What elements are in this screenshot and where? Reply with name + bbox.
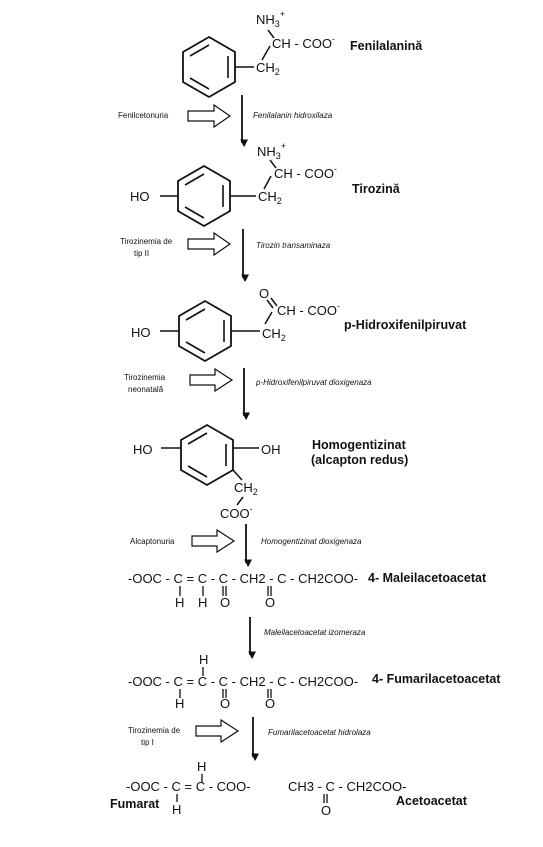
formula-chain: CH3 - C - CH2COO-	[288, 779, 406, 794]
methylene-group: CH2	[258, 189, 282, 206]
phenylalanine-structure: NH3+ CH - COO- CH2	[182, 9, 335, 99]
fumarate-structure: H -OOC - C = C - COO- H	[126, 759, 251, 817]
compound-name-hydroxyphenylpyruvate: p-Hidroxifenilpiruvat	[344, 318, 467, 332]
enzyme-label-2: Tirozin transaminaza	[256, 241, 331, 250]
disorder-label-3b: neonatală	[128, 385, 164, 394]
substituent-h-top: H	[199, 652, 208, 667]
disorder-label-6a: Tirozinemia de	[128, 726, 181, 735]
benzene-ring	[180, 423, 234, 487]
formula-chain: -OOC - C = C - C - CH2 - C - CH2COO-	[128, 674, 358, 689]
block-arrow-1	[187, 103, 232, 129]
compound-name-fumarylacetoacetate: 4- Fumarilacetoacetat	[372, 672, 501, 686]
substituent-h2: H	[198, 595, 207, 610]
compound-name-phenylalanine: Fenilalanină	[350, 39, 423, 53]
acid-group: CH - COO-	[272, 34, 335, 51]
hydroxyl-group-left: HO	[133, 442, 153, 457]
substituent-o2: O	[265, 696, 275, 711]
fumarylacetoacetate-structure: H -OOC - C = C - C - CH2 - C - CH2COO- H…	[128, 652, 358, 711]
keto-oxygen: O	[259, 286, 269, 301]
acid-group: CH - COO-	[274, 164, 337, 181]
substituent-h-bottom: H	[172, 802, 181, 817]
formula-chain: -OOC - C = C - C - CH2 - C - CH2COO-	[128, 571, 358, 586]
enzyme-label-6: Fumarilacetoacetat hidrolaza	[268, 728, 371, 737]
compound-name-tyrosine: Tirozină	[352, 182, 401, 196]
disorder-label-2a: Tirozinemia de	[120, 237, 173, 246]
disorder-label-2b: tip II	[134, 249, 149, 258]
methylene-group: CH2	[234, 480, 258, 497]
compound-name-fumarate: Fumarat	[110, 797, 160, 811]
benzene-ring	[177, 164, 231, 228]
disorder-label-1: Fenilcetonuria	[118, 111, 169, 120]
amino-group: NH3+	[257, 141, 286, 161]
enzyme-label-3: p-Hidroxifenilpiruvat dioxigenaza	[255, 378, 372, 387]
disorder-label-3a: Tirozinemia	[124, 373, 166, 382]
carboxylate-group: COO-	[220, 504, 253, 521]
homogentisate-structure: HO OH CH2 COO-	[133, 423, 281, 521]
amino-group: NH3+	[256, 9, 285, 29]
enzyme-label-1: Fenilalanin hidroxilaza	[253, 111, 333, 120]
methylene-group: CH2	[262, 326, 286, 343]
disorder-label-4: Alcaptonuria	[130, 537, 175, 546]
substituent-h-top: H	[197, 759, 206, 774]
block-arrow-6	[195, 718, 240, 744]
formula-chain: -OOC - C = C - COO-	[126, 779, 251, 794]
enzyme-label-5: Maleilacetoacetat izomeraza	[264, 628, 366, 637]
substituent-h-bottom: H	[175, 696, 184, 711]
block-arrow-2	[187, 231, 232, 257]
substituent-h1: H	[175, 595, 184, 610]
hydroxyl-group: HO	[131, 325, 151, 340]
substituent-o1: O	[220, 595, 230, 610]
acid-group: CH - COO-	[277, 301, 340, 318]
tyrosine-structure: HO NH3+ CH - COO- CH2	[130, 141, 337, 228]
acetoacetate-structure: CH3 - C - CH2COO- O	[288, 779, 406, 818]
substituent-o1: O	[220, 696, 230, 711]
substituent-o2: O	[265, 595, 275, 610]
hydroxyl-group: HO	[130, 189, 150, 204]
compound-name-maleylacetoacetate: 4- Maleilacetoacetat	[368, 571, 487, 585]
compound-name-acetoacetate: Acetoacetat	[396, 794, 468, 808]
hydroxyphenylpyruvate-structure: HO O CH - COO- CH2	[131, 286, 340, 363]
compound-name-homogentisate: Homogentizinat	[312, 438, 407, 452]
enzyme-label-4: Homogentizinat dioxigenaza	[261, 537, 362, 546]
benzene-ring	[182, 35, 236, 99]
maleylacetoacetate-structure: -OOC - C = C - C - CH2 - C - CH2COO- H H…	[128, 571, 358, 610]
benzene-ring	[178, 299, 232, 363]
methylene-group: CH2	[256, 60, 280, 77]
block-arrow-4	[191, 528, 236, 554]
hydroxyl-group-right: OH	[261, 442, 281, 457]
disorder-label-6b: tip I	[141, 738, 154, 747]
compound-note-homogentisate: (alcapton redus)	[311, 453, 408, 467]
block-arrow-3	[189, 367, 234, 393]
substituent-o: O	[321, 803, 331, 818]
